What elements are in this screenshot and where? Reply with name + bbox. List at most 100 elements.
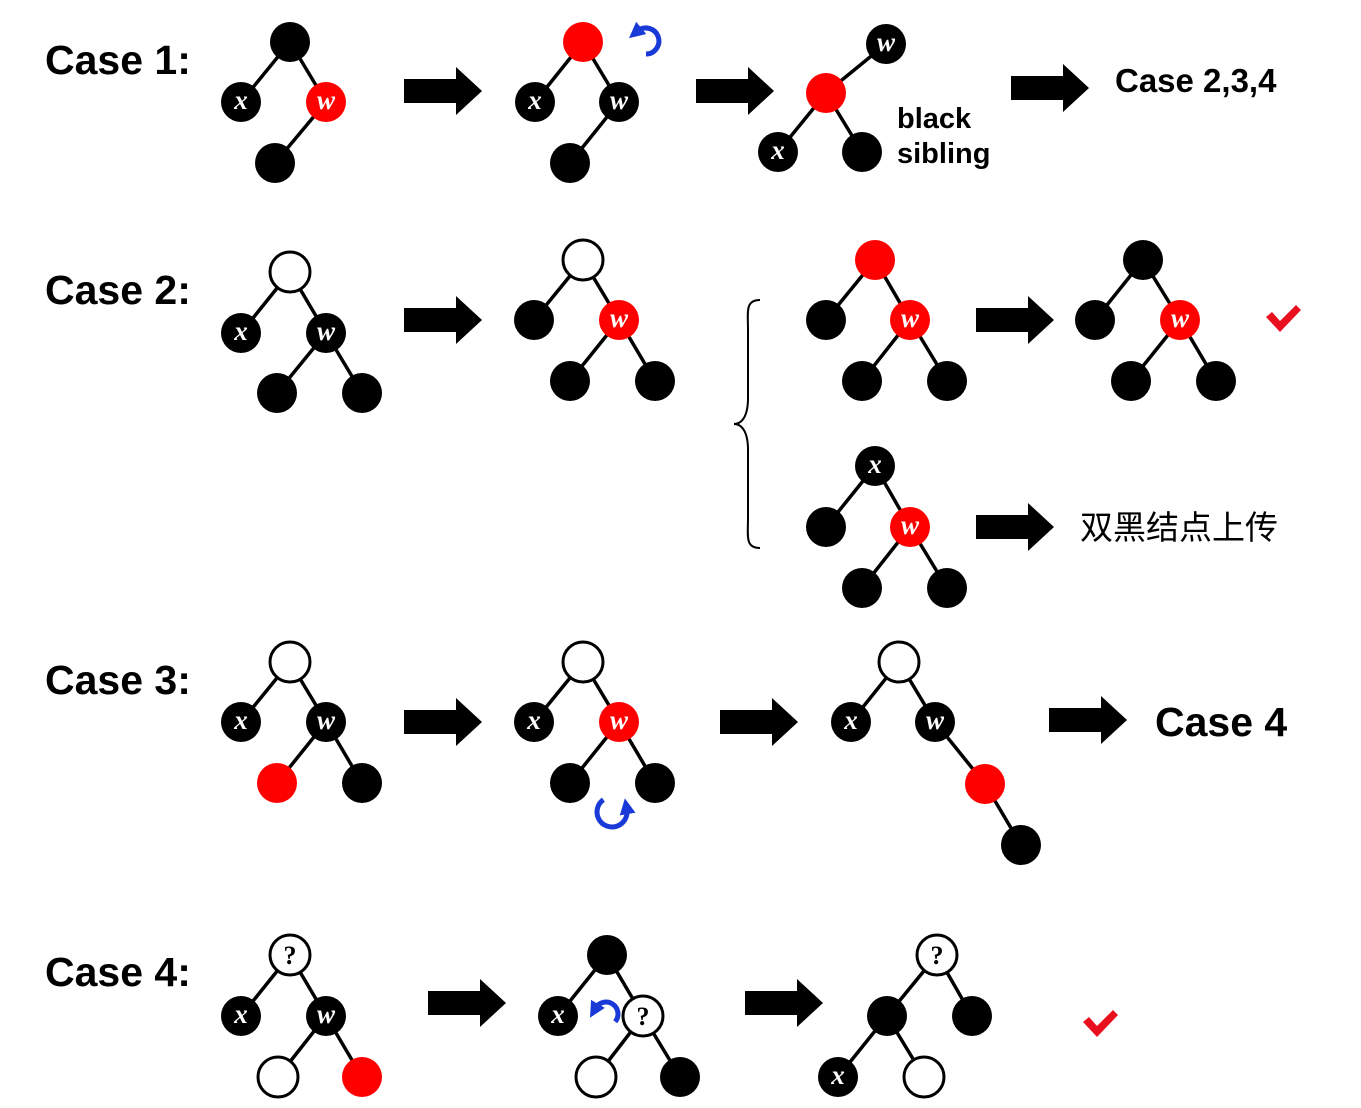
node-label: x — [527, 85, 542, 115]
red-node — [855, 240, 895, 280]
right-arrow-icon — [976, 503, 1054, 551]
red-node — [563, 22, 603, 62]
node-label: x — [830, 1060, 845, 1090]
black-node — [221, 702, 261, 742]
node-label: w — [317, 999, 336, 1029]
black-node — [221, 996, 261, 1036]
black-node — [1123, 240, 1163, 280]
rotate-left-icon — [628, 21, 662, 57]
black-node — [255, 143, 295, 183]
case-1-result: Case 2,3,4 — [1115, 62, 1277, 99]
black-node — [660, 1057, 700, 1097]
node-label: ? — [284, 941, 297, 970]
rotate-left-icon — [589, 999, 621, 1024]
black-node — [1111, 361, 1151, 401]
black-node — [1196, 361, 1236, 401]
tree: xw — [806, 446, 967, 608]
black-node — [927, 361, 967, 401]
node-label: w — [1171, 303, 1190, 333]
right-arrow-icon — [428, 979, 506, 1027]
tree: w — [806, 240, 967, 401]
red-node — [1160, 300, 1200, 340]
black-node — [514, 702, 554, 742]
node-label: ? — [637, 1002, 650, 1031]
red-node — [342, 1057, 382, 1097]
black-node — [952, 996, 992, 1036]
black-node — [221, 82, 261, 122]
black-node — [342, 373, 382, 413]
right-arrow-icon — [745, 979, 823, 1027]
right-arrow-icon — [1049, 696, 1127, 744]
tree: x? — [538, 935, 700, 1099]
black-node — [855, 446, 895, 486]
node-label: w — [926, 705, 945, 735]
node-label: x — [233, 316, 248, 346]
black-node — [515, 82, 555, 122]
black-node — [257, 373, 297, 413]
red-node — [599, 702, 639, 742]
black-node — [758, 132, 798, 172]
node-label: x — [526, 705, 541, 735]
black-node — [306, 313, 346, 353]
node-label: x — [843, 705, 858, 735]
white-node — [561, 238, 605, 282]
node-label: w — [901, 510, 920, 540]
node-label: w — [317, 85, 336, 115]
black-node — [806, 507, 846, 547]
white-node — [574, 1055, 618, 1099]
node-label: x — [770, 135, 785, 165]
case-1-label: Case 1: — [45, 37, 191, 83]
right-arrow-icon — [720, 698, 798, 746]
black-node — [1001, 825, 1041, 865]
node-label: w — [877, 27, 896, 57]
black-node — [831, 702, 871, 742]
black-node — [635, 763, 675, 803]
black-node — [514, 300, 554, 340]
white-node — [621, 994, 665, 1038]
node-label: x — [233, 85, 248, 115]
tree: w — [1075, 240, 1236, 401]
black-node — [550, 361, 590, 401]
node-label: w — [901, 303, 920, 333]
black-node — [538, 996, 578, 1036]
white-node — [256, 1055, 300, 1099]
node-label: w — [610, 303, 629, 333]
node-label: w — [610, 85, 629, 115]
right-arrow-icon — [976, 296, 1054, 344]
black-node — [342, 763, 382, 803]
black-node — [842, 361, 882, 401]
right-arrow-icon — [1011, 64, 1089, 112]
black-node — [866, 24, 906, 64]
note-black: black — [897, 103, 972, 135]
case-3-label: Case 3: — [45, 657, 191, 703]
black-node — [599, 82, 639, 122]
red-node — [890, 300, 930, 340]
red-node — [806, 73, 846, 113]
brace-icon — [733, 299, 761, 549]
node-label: x — [867, 449, 882, 479]
black-node — [818, 1057, 858, 1097]
red-node — [599, 300, 639, 340]
right-arrow-icon — [696, 67, 774, 115]
black-node — [306, 702, 346, 742]
node-label: w — [317, 705, 336, 735]
red-node — [890, 507, 930, 547]
red-node — [257, 763, 297, 803]
tree: w — [514, 238, 675, 401]
rotate-right-icon — [594, 797, 636, 830]
node-label: ? — [931, 941, 944, 970]
black-node — [915, 702, 955, 742]
black-node — [306, 996, 346, 1036]
node-label: w — [317, 316, 336, 346]
black-node — [842, 132, 882, 172]
red-node — [965, 764, 1005, 804]
right-arrow-icon — [404, 67, 482, 115]
node-label: w — [610, 705, 629, 735]
white-node — [268, 933, 312, 977]
black-node — [550, 763, 590, 803]
